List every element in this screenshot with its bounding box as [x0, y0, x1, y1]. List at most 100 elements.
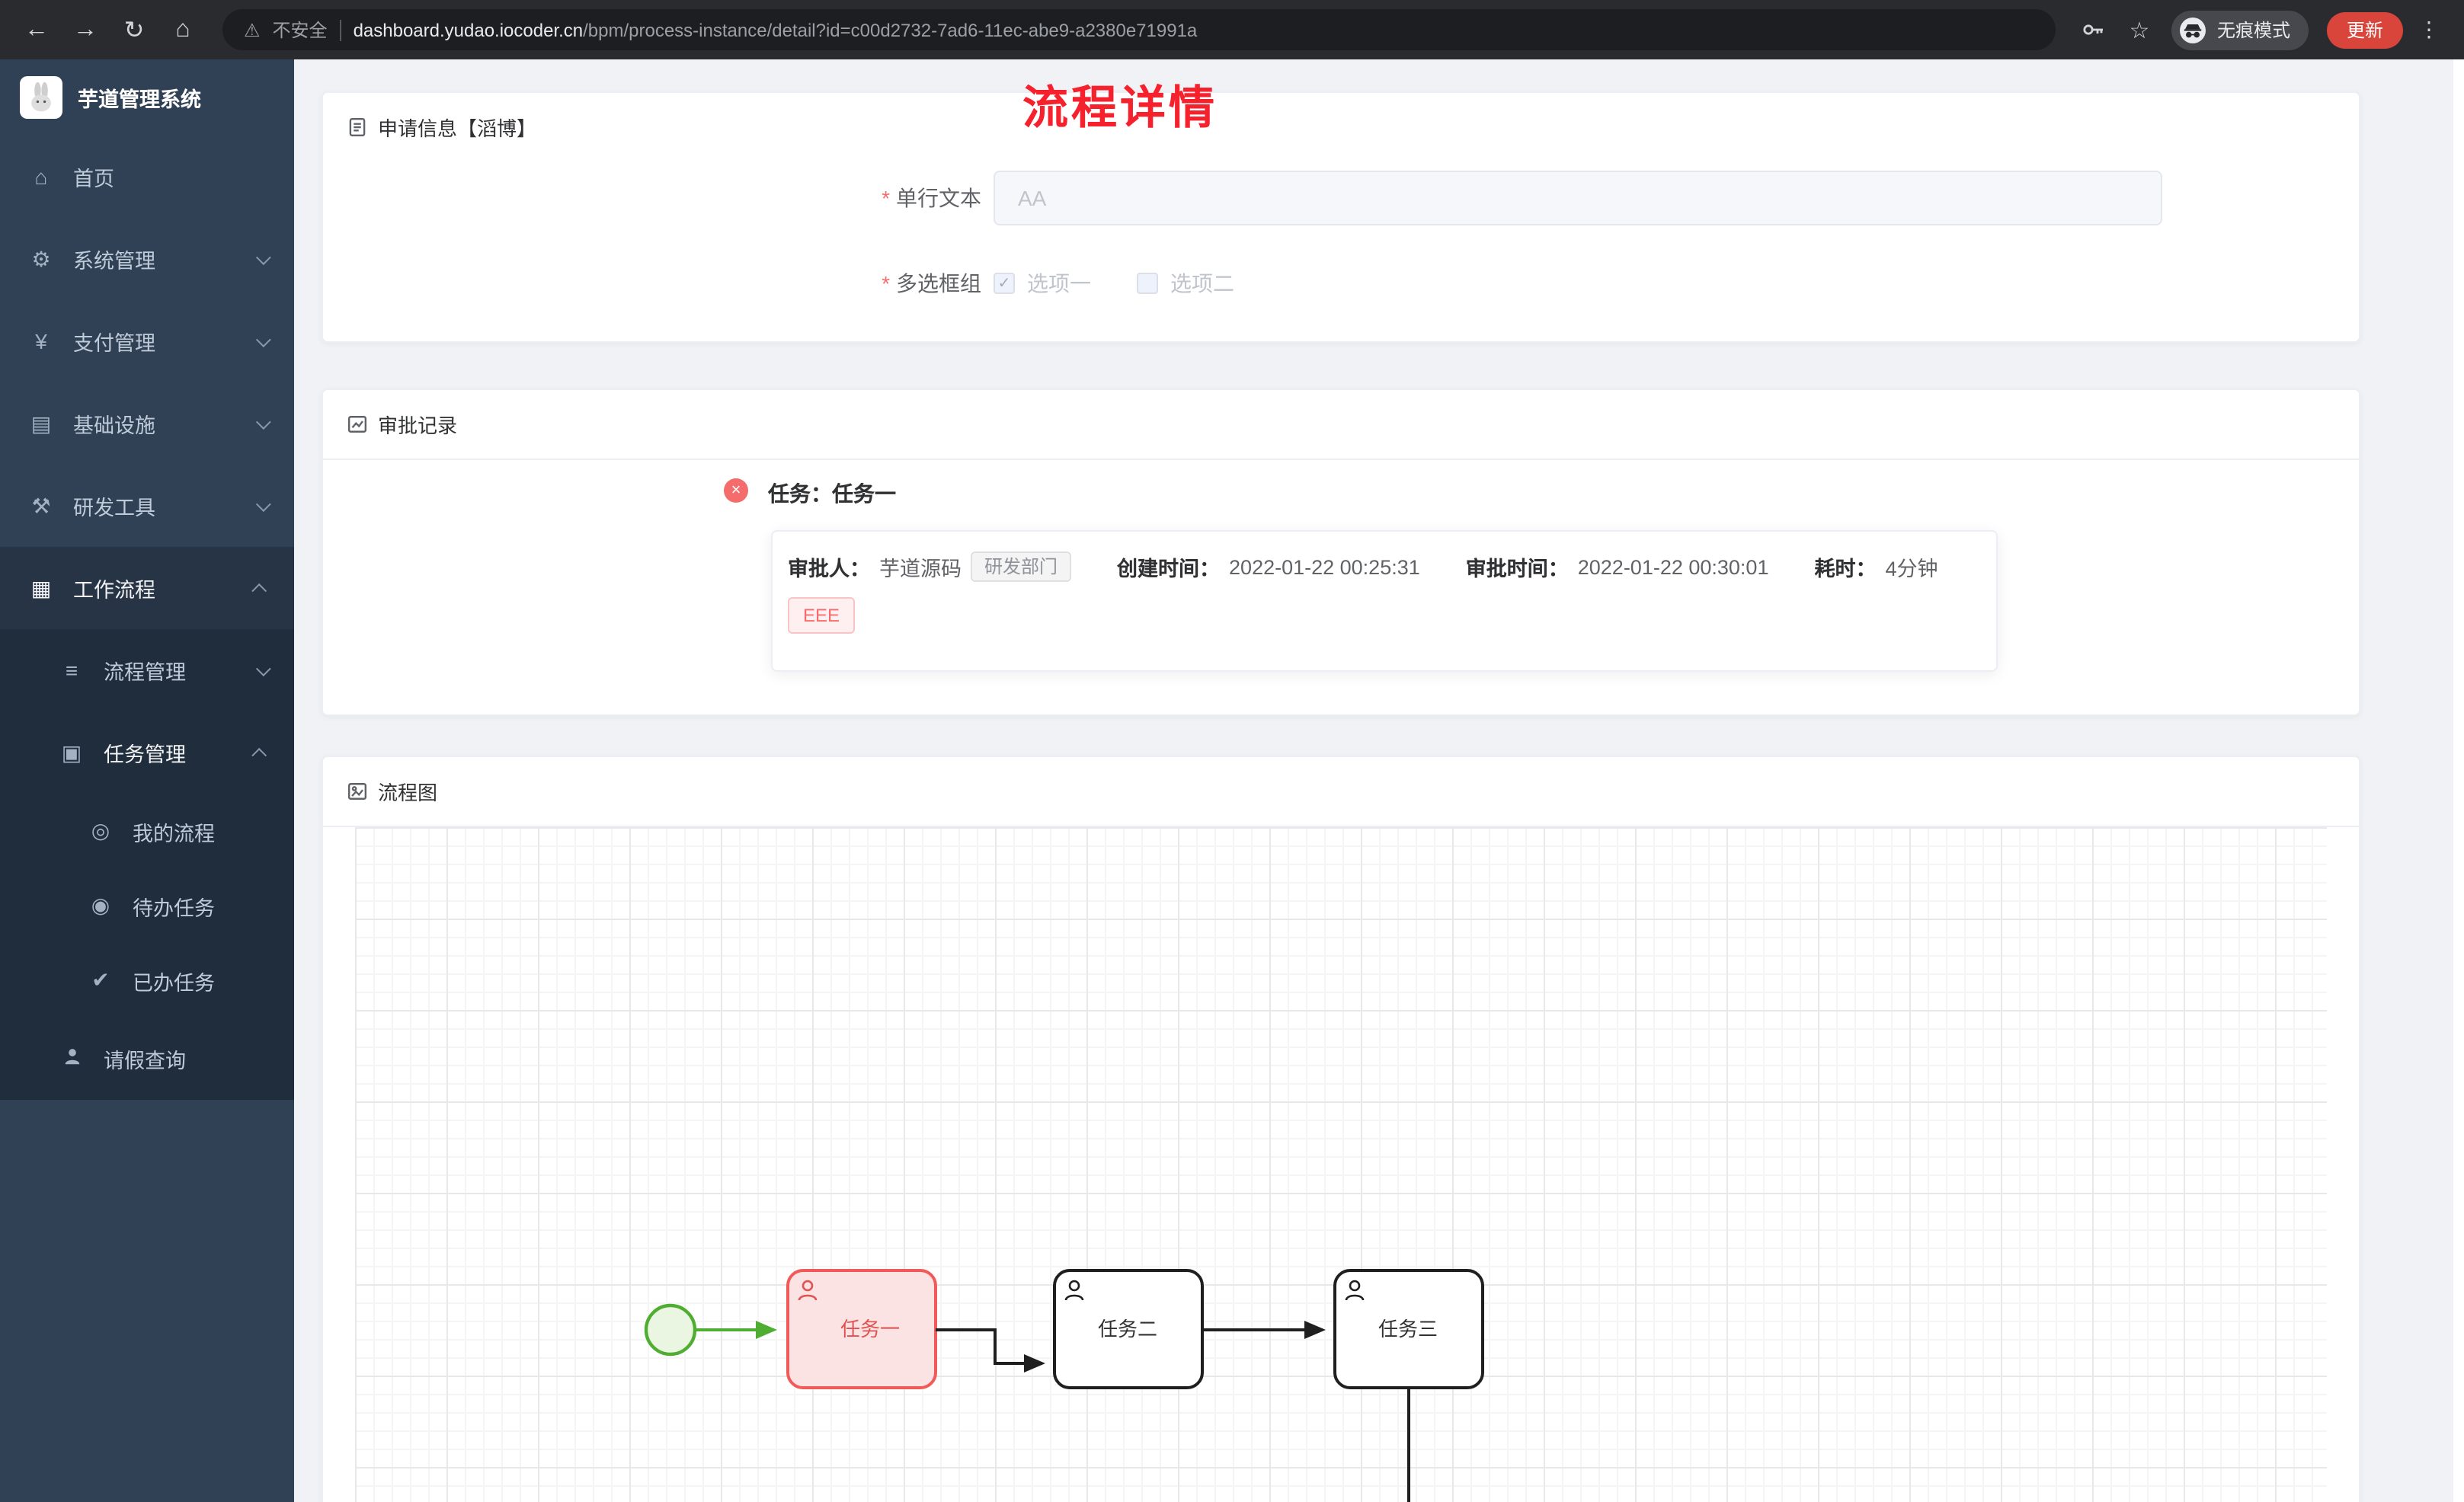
task-node-task2[interactable]: 任务二 [1053, 1269, 1204, 1389]
document-icon [347, 117, 367, 137]
sidebar-item-label: 支付管理 [73, 332, 155, 355]
browser-toolbar: ← → ↻ ⌂ ⚠ 不安全 dashboard.yudao.iocoder.cn… [0, 0, 2464, 59]
my-process-icon: ◎ [91, 818, 110, 842]
task-node-task1[interactable]: 任务一 [786, 1269, 937, 1389]
sidebar-item-system[interactable]: ⚙ 系统管理 [0, 218, 294, 300]
process-list-icon: ≡ [65, 658, 78, 682]
text-field-label: *单行文本 [882, 186, 981, 210]
task1-label: 任务一 [840, 1318, 900, 1341]
user-task-icon [798, 1280, 818, 1301]
duration-group: 耗时： 4分钟 [1814, 551, 1938, 582]
url-path: /bpm/process-instance/detail?id=c00d2732… [583, 19, 1198, 40]
single-line-text-input[interactable] [994, 171, 2162, 225]
sidebar: 芋道管理系统 ⌂ 首页 ⚙ 系统管理 ¥ 支付管理 ▤ 基础设施 [0, 59, 294, 1502]
infrastructure-icon: ▤ [30, 411, 52, 435]
chevron-down-icon [255, 249, 271, 265]
sidebar-item-label: 系统管理 [73, 250, 155, 273]
incognito-badge: 无痕模式 [2171, 10, 2309, 50]
sequence-flow-task1-task2 [936, 1328, 1045, 1373]
yen-icon: ¥ [35, 329, 47, 353]
apply-info-card: 申请信息【滔博】 *单行文本 *多选框组 选项一 [322, 91, 2360, 343]
page-title: 流程详情 [1022, 84, 1218, 134]
approved-time: 2022-01-22 00:30:01 [1577, 555, 1769, 579]
workflow-submenu: ≡ 流程管理 ▣ 任务管理 ◎ 我的流程 ◉ 待办任务 [0, 629, 294, 1100]
approver-name: 芋道源码 [879, 558, 962, 581]
home-button[interactable]: ⌂ [175, 16, 190, 42]
sidebar-item-done-task[interactable]: ✔ 已办任务 [0, 943, 294, 1018]
app-title: 芋道管理系统 [78, 88, 201, 111]
eye-icon: ◉ [91, 893, 110, 917]
sidebar-item-label: 请假查询 [104, 1050, 186, 1072]
user-task-icon [1064, 1280, 1084, 1301]
checkbox-option-1[interactable]: 选项一 [994, 268, 1091, 299]
security-label: 不安全 [272, 20, 328, 41]
duration-value: 4分钟 [1885, 558, 1938, 581]
sidebar-item-label: 待办任务 [133, 896, 215, 919]
task-node-task3[interactable]: 任务三 [1333, 1269, 1484, 1389]
chevron-down-icon [255, 660, 271, 676]
sidebar-item-label: 工作流程 [73, 579, 155, 602]
sidebar-item-process-mgmt[interactable]: ≡ 流程管理 [0, 629, 294, 711]
sidebar-item-my-process[interactable]: ◎ 我的流程 [0, 794, 294, 868]
update-label: 更新 [2346, 20, 2383, 41]
checkbox-unchecked-icon [1137, 273, 1158, 294]
task3-label: 任务三 [1378, 1318, 1438, 1341]
sidebar-item-todo-task[interactable]: ◉ 待办任务 [0, 868, 294, 943]
record-icon [347, 414, 367, 434]
sidebar-item-leave-query[interactable]: 请假查询 [0, 1018, 294, 1100]
bpmn-canvas[interactable]: 任务一 任务二 [355, 827, 2327, 1502]
sidebar-item-label: 我的流程 [133, 822, 215, 845]
incognito-label: 无痕模式 [2216, 20, 2290, 41]
task-title: 任务：任务一 [768, 481, 896, 506]
chrome-update-button[interactable]: 更新 [2326, 11, 2403, 48]
created-time-group: 创建时间： 2022-01-22 00:25:31 [1117, 551, 1420, 582]
sidebar-item-label: 流程管理 [104, 661, 186, 684]
approval-record-card: 审批记录 任务：任务一 审批人： 芋道源码 研发部门 创建时间： 2022-01… [322, 388, 2360, 716]
checkbox-group: 选项一 选项二 [994, 268, 1234, 299]
created-label: 创建时间： [1117, 558, 1221, 581]
required-asterisk: * [882, 271, 890, 296]
checkbox-checked-icon [994, 273, 1015, 294]
tools-icon: ⚒ [31, 493, 51, 517]
sidebar-item-task-mgmt[interactable]: ▣ 任务管理 [0, 711, 294, 794]
diagram-icon [347, 781, 367, 801]
address-bar[interactable]: ⚠ 不安全 dashboard.yudao.iocoder.cn/bpm/pro… [222, 9, 2056, 50]
task-rejected-icon [724, 478, 748, 503]
forward-button[interactable]: → [73, 16, 98, 42]
reload-button[interactable]: ↻ [123, 18, 145, 43]
sidebar-item-label: 已办任务 [133, 971, 215, 994]
sidebar-item-infrastructure[interactable]: ▤ 基础设施 [0, 382, 294, 465]
scrollbar[interactable] [2453, 59, 2464, 1502]
check-icon: ✔ [91, 967, 110, 992]
duration-label: 耗时： [1814, 558, 1877, 581]
checkbox-option-label: 选项一 [1027, 271, 1091, 296]
omnibox-divider [339, 19, 341, 40]
start-event-node[interactable] [644, 1303, 697, 1357]
created-time: 2022-01-22 00:25:31 [1229, 555, 1420, 579]
url-host: dashboard.yudao.iocoder.cn [353, 19, 584, 40]
browser-menu-icon[interactable]: ⋮ [2418, 17, 2440, 41]
process-diagram-card: 流程图 [322, 756, 2360, 1502]
bookmark-star-icon[interactable]: ☆ [2129, 18, 2150, 43]
logo-avatar-icon [20, 76, 62, 119]
required-asterisk: * [882, 186, 890, 210]
sidebar-item-label: 基础设施 [73, 414, 155, 437]
sidebar-item-devtools[interactable]: ⚒ 研发工具 [0, 465, 294, 547]
comment-tag: EEE [788, 597, 856, 634]
task-icon: ▣ [61, 740, 82, 764]
app-logo[interactable]: 芋道管理系统 [0, 59, 294, 136]
approval-detail-panel: 审批人： 芋道源码 研发部门 创建时间： 2022-01-22 00:25:31… [771, 530, 1998, 672]
sidebar-item-workflow[interactable]: ▦ 工作流程 [0, 547, 294, 629]
sidebar-item-home[interactable]: ⌂ 首页 [0, 136, 294, 218]
incognito-icon [2179, 17, 2206, 43]
approval-card-title: 审批记录 [378, 414, 458, 437]
password-key-icon[interactable] [2074, 10, 2114, 50]
sidebar-item-label: 研发工具 [73, 497, 155, 519]
not-secure-icon: ⚠ [244, 19, 261, 40]
apply-card-title: 申请信息【滔博】 [378, 117, 537, 140]
checkbox-option-2[interactable]: 选项二 [1137, 268, 1234, 299]
back-button[interactable]: ← [24, 16, 49, 42]
sidebar-item-payment[interactable]: ¥ 支付管理 [0, 300, 294, 382]
approved-label: 审批时间： [1465, 558, 1569, 581]
